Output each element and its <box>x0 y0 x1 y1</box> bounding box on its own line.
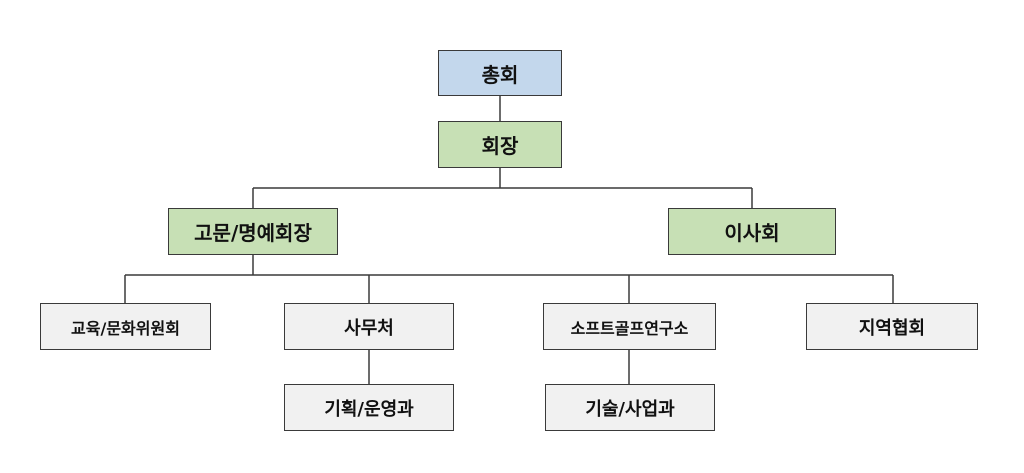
node-technology-division: 기술/사업과 <box>545 384 715 431</box>
node-advisors: 고문/명예회장 <box>168 208 338 255</box>
node-technology-division-label: 기술/사업과 <box>585 398 675 420</box>
node-secretariat-label: 사무처 <box>344 317 394 339</box>
node-chairman: 회장 <box>438 121 562 168</box>
node-regional-associations-label: 지역협회 <box>858 317 926 339</box>
node-board-label: 이사회 <box>724 221 780 245</box>
node-general-assembly: 총회 <box>438 50 562 96</box>
node-secretariat: 사무처 <box>284 303 454 350</box>
node-chairman-label: 회장 <box>481 134 519 158</box>
node-regional-associations: 지역협회 <box>806 303 978 350</box>
node-softgolf-institute-label: 소프트골프연구소 <box>570 318 689 338</box>
node-general-assembly-label: 총회 <box>481 62 519 87</box>
node-planning-division-label: 기획/운영과 <box>324 398 414 420</box>
node-advisors-label: 고문/명예회장 <box>194 221 312 245</box>
node-education-committee-label: 교육/문화위원회 <box>71 318 180 338</box>
node-education-committee: 교육/문화위원회 <box>40 303 211 350</box>
node-board: 이사회 <box>668 208 836 255</box>
node-planning-division: 기획/운영과 <box>284 384 454 431</box>
node-softgolf-institute: 소프트골프연구소 <box>543 303 716 350</box>
